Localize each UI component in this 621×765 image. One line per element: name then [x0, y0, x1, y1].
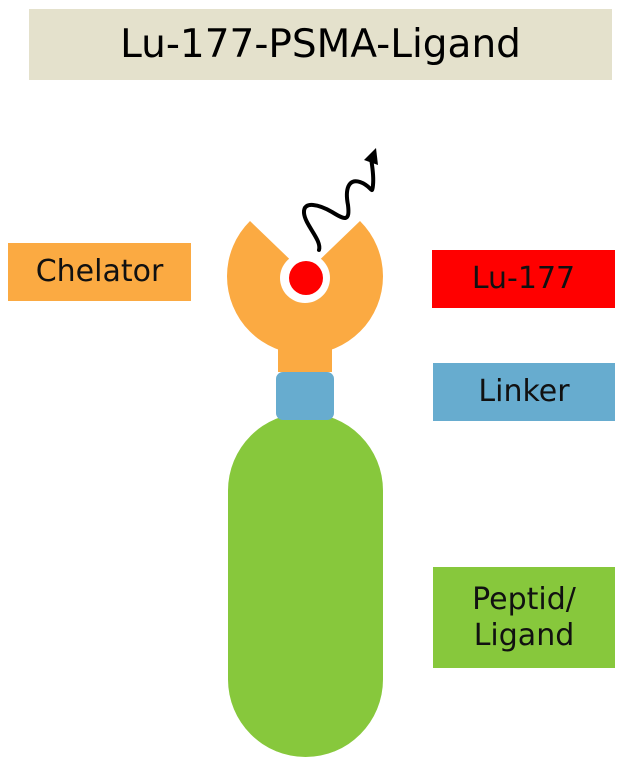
linker-label-text: Linker — [478, 374, 570, 409]
peptide-label: Peptid/ Ligand — [433, 567, 615, 668]
isotope-label: Lu-177 — [432, 250, 615, 308]
isotope-atom — [289, 261, 323, 295]
peptide-label-line2: Ligand — [473, 617, 575, 653]
chelator-label: Chelator — [8, 243, 191, 301]
radiation-wave-icon — [302, 156, 376, 252]
peptide-label-line1: Peptid/ — [472, 581, 576, 617]
chelator-label-text: Chelator — [35, 254, 164, 289]
isotope-label-text: Lu-177 — [471, 261, 576, 296]
linker-shape — [276, 372, 334, 420]
peptide-shape — [228, 413, 383, 757]
linker-label: Linker — [433, 363, 615, 421]
diagram-title: Lu-177-PSMA-Ligand — [29, 9, 612, 80]
radiation-arrowhead-icon — [364, 148, 378, 165]
